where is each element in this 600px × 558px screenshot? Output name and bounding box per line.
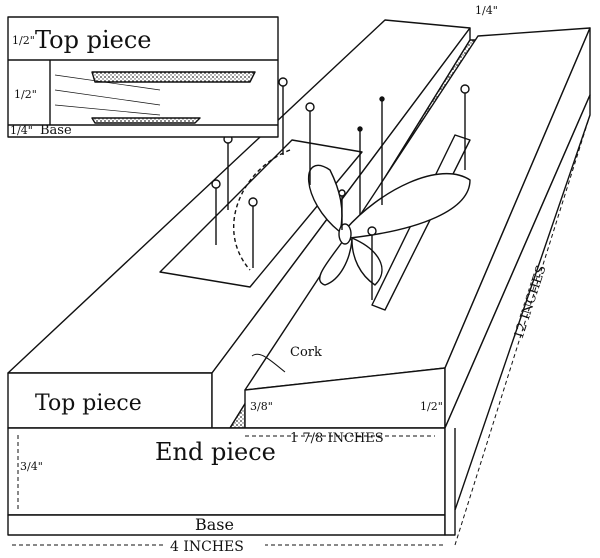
dimension-lines — [12, 114, 591, 546]
butterfly-body — [338, 223, 352, 245]
end-piece-label: End piece — [155, 438, 276, 466]
pins — [211, 77, 470, 300]
inset-top-piece-label: Top piece — [35, 26, 151, 54]
end-piece — [7, 427, 446, 516]
width-label: 4 INCHES — [170, 539, 244, 555]
top-piece-label: Top piece — [35, 391, 142, 416]
inset-base-thickness: 1/4" — [10, 124, 33, 137]
butterfly-hind-wing — [319, 237, 353, 286]
inset-gap-width: 1/2" — [14, 88, 37, 101]
butterfly-right-wing — [344, 172, 471, 239]
top-piece-height-label: 1/2" — [420, 400, 443, 413]
groove-width-label: 1/4" — [475, 4, 498, 17]
end-piece-height-label: 3/4" — [20, 460, 43, 473]
base-label: Base — [195, 515, 234, 534]
cork-depth-label: 3/8" — [250, 400, 273, 413]
cork-label: Cork — [290, 345, 322, 360]
groove-span-label: 1 7/8 INCHES — [290, 431, 384, 446]
inset-top-thickness: 1/2" — [12, 34, 35, 47]
left-top-piece-front-face — [7, 372, 213, 429]
inset-base-label: Base — [40, 123, 72, 138]
